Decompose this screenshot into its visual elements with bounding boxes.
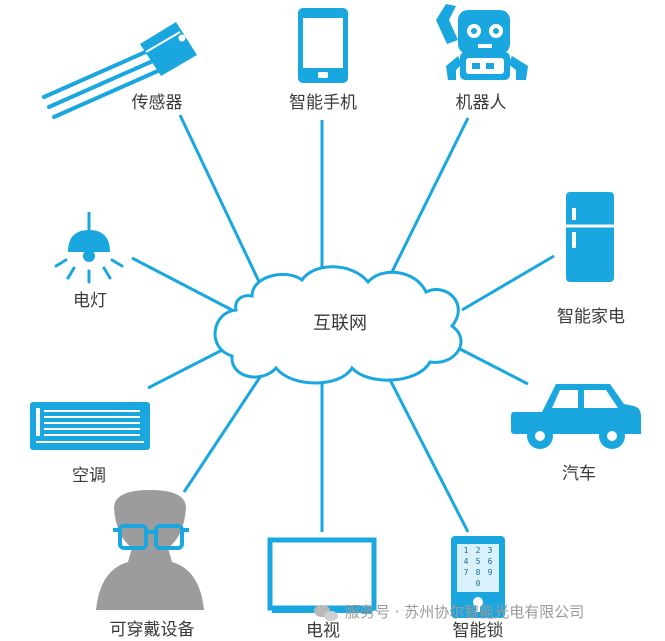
smartphone-icon <box>298 8 348 83</box>
watermark-text: 服务号 · 苏州协尔智能光电有限公司 <box>345 603 584 621</box>
connector-ac <box>147 343 233 390</box>
node-car: 汽车 <box>511 384 641 484</box>
node-tv: 电视 <box>267 537 377 641</box>
connector-wearable <box>182 367 268 493</box>
tv-label: 电视 <box>306 621 340 641</box>
air-conditioner-icon <box>30 402 150 450</box>
connector-car <box>457 346 529 386</box>
lock-key: 1 <box>464 546 469 555</box>
lock-key: 0 <box>476 579 481 588</box>
phone-label: 智能手机 <box>289 93 357 113</box>
cloud-shape <box>213 265 463 385</box>
lamp-label: 电灯 <box>73 291 107 311</box>
node-lamp: 电灯 <box>54 212 124 311</box>
lock-key: 8 <box>476 568 481 577</box>
node-robot: 机器人 <box>436 4 528 113</box>
connector-robot <box>386 117 470 281</box>
node-wearable: 可穿戴设备 <box>96 490 204 640</box>
wearable-person-icon <box>96 490 204 610</box>
connector-appliance <box>461 254 555 312</box>
smart-glasses-icon <box>113 524 189 550</box>
wechat-icon <box>314 605 338 621</box>
sensor-label: 传感器 <box>132 93 183 113</box>
lamp-icon <box>54 212 124 284</box>
car-icon <box>511 384 641 449</box>
robot-label: 机器人 <box>456 93 507 113</box>
ac-label: 空调 <box>72 466 106 486</box>
internet-cloud: 互联网 <box>213 265 463 385</box>
wearable-label: 可穿戴设备 <box>110 620 195 640</box>
watermark: 服务号 · 苏州协尔智能光电有限公司 <box>314 603 584 621</box>
connector-lamp <box>131 256 233 312</box>
lock-key: 6 <box>488 557 493 566</box>
refrigerator-icon <box>566 192 614 282</box>
lock-key: 2 <box>476 546 481 555</box>
lock-key: 5 <box>476 557 481 566</box>
cloud-label: 互联网 <box>313 313 367 334</box>
connector-sensor <box>178 114 264 289</box>
lock-key: 7 <box>464 568 469 577</box>
sensor-icon <box>42 22 197 119</box>
lock-label: 智能锁 <box>453 621 504 641</box>
connector-lines <box>131 114 555 533</box>
appliance-label: 智能家电 <box>557 307 625 327</box>
node-sensor: 传感器 <box>42 22 197 119</box>
node-phone: 智能手机 <box>289 8 357 113</box>
connector-lock <box>382 367 470 533</box>
node-ac: 空调 <box>30 402 150 486</box>
lock-key: 3 <box>488 546 493 555</box>
lock-key: 9 <box>488 568 493 577</box>
lock-key: 4 <box>464 557 469 566</box>
car-label: 汽车 <box>562 464 596 484</box>
robot-icon <box>436 4 528 80</box>
node-appliance: 智能家电 <box>557 192 625 327</box>
